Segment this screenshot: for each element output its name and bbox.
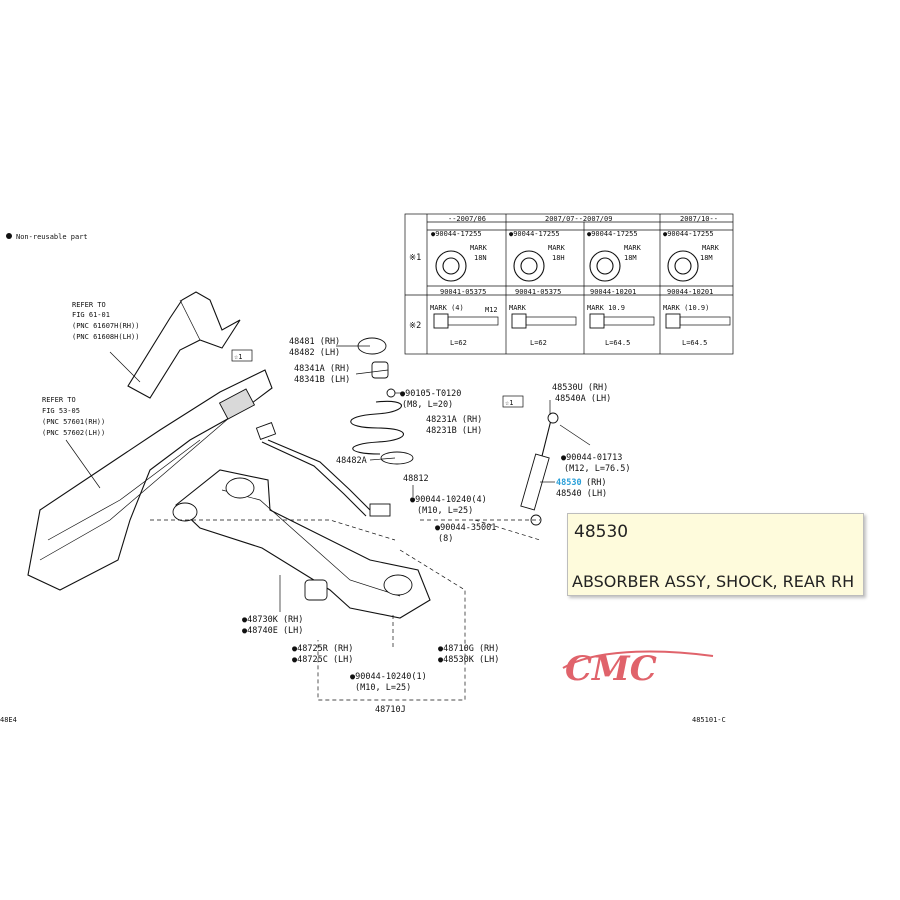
svg-text:18M: 18M	[700, 254, 713, 262]
label-90044c: ●90044-01713	[561, 453, 622, 463]
svg-text:CMC: CMC	[565, 649, 657, 688]
row2-size: M12	[485, 306, 498, 314]
row2-len-1: L=62	[450, 339, 467, 347]
label-90044b-spec: (8)	[438, 534, 453, 544]
table-header-2: 2007/07--2007/09	[545, 215, 612, 223]
corner-code-left: 48E4	[0, 716, 17, 724]
row1-mark-3: MARK	[624, 244, 642, 252]
row2-len-2: L=62	[530, 339, 547, 347]
svg-text:☆1: ☆1	[505, 399, 513, 407]
label-48540: 48540 (LH)	[556, 489, 607, 499]
table-header-1: --2007/06	[448, 215, 486, 223]
row1-bottom-1: 90041-05375	[440, 288, 486, 296]
row1-part-3: ●90044-17255	[587, 230, 638, 238]
star-badge-2	[502, 395, 524, 408]
label-90044b: ●90044-35001	[435, 523, 496, 533]
tooltip-part-name: ABSORBER ASSY, SHOCK, REAR RH	[572, 572, 855, 591]
label-90044c-spec: (M12, L=76.5)	[564, 464, 631, 474]
label-48710g: ●48710G (RH)	[438, 644, 499, 654]
bullet-icon	[6, 233, 12, 239]
label-90044a: ●90044-10240(4)	[410, 495, 487, 505]
part-tooltip: 48530 ABSORBER ASSY, SHOCK, REAR RH	[567, 513, 864, 596]
refer-note-1: REFER TO	[72, 301, 106, 309]
label-48530[interactable]: 48530	[556, 478, 582, 488]
row1-mark-2: MARK	[548, 244, 566, 252]
lateral-rod	[255, 422, 391, 517]
label-48341b: 48341B (LH)	[294, 375, 350, 385]
label-48341a: 48341A (RH)	[294, 364, 350, 374]
label-48710j: 48710J	[375, 705, 406, 715]
row1-mark-1: MARK	[470, 244, 488, 252]
row2-len-4: L=64.5	[682, 339, 707, 347]
row1-part-2: ●90044-17255	[509, 230, 560, 238]
refer-note-2: REFER TO	[42, 396, 76, 404]
bolt-icon	[433, 313, 731, 329]
axle-beam	[172, 469, 431, 619]
row2-mark-2: MARK	[509, 304, 527, 312]
corner-code-right: 485101-C	[692, 716, 726, 724]
washer-icon	[435, 250, 699, 282]
label-90044a-spec: (M10, L=25)	[417, 506, 473, 516]
svg-text:(PNC 61608H(LH)): (PNC 61608H(LH))	[72, 333, 139, 341]
side-frame	[27, 369, 273, 591]
label-48725c: ●48725C (LH)	[292, 655, 353, 665]
label-90105: ●90105-T0120	[400, 389, 461, 399]
label-48530-suffix: (RH)	[586, 478, 606, 488]
label-48482a: 48482A	[336, 456, 367, 466]
svg-text:FIG 53-05: FIG 53-05	[42, 407, 80, 415]
star-badge	[231, 349, 253, 362]
shock-absorber	[520, 412, 591, 526]
row1-marker: ※1	[409, 253, 421, 263]
svg-text:(PNC 61607H(RH)): (PNC 61607H(RH))	[72, 322, 139, 330]
spring-assembly	[350, 337, 414, 465]
row2-mark-3: MARK 10.9	[587, 304, 625, 312]
cmc-watermark-logo: CMC	[562, 649, 714, 688]
label-48231a: 48231A (RH)	[426, 415, 482, 425]
row2-marker: ※2	[409, 321, 421, 331]
table-header-3: 2007/10--	[680, 215, 718, 223]
svg-text:☆1: ☆1	[234, 353, 242, 361]
svg-text:FIG 61-01: FIG 61-01	[72, 311, 110, 319]
label-48540a: 48540A (LH)	[555, 394, 611, 404]
spec-table: --2007/06 2007/07--2007/09 2007/10-- ※1 …	[404, 213, 734, 355]
label-90044d-spec: (M10, L=25)	[355, 683, 411, 693]
label-48812: 48812	[403, 474, 429, 484]
label-48740e: ●48740E (LH)	[242, 626, 303, 636]
row2-mark-1: MARK (4)	[430, 304, 464, 312]
row2-mark-4: MARK (10.9)	[663, 304, 709, 312]
tooltip-part-number: 48530	[574, 522, 629, 542]
svg-text:18H: 18H	[552, 254, 565, 262]
legend-text: Non-reusable part	[16, 233, 88, 241]
row1-mark-4: MARK	[702, 244, 720, 252]
label-48481: 48481 (RH)	[289, 337, 340, 347]
label-90044d: ●90044-10240(1)	[350, 672, 427, 682]
leader-lines	[150, 345, 555, 701]
svg-text:(PNC 57602(LH)): (PNC 57602(LH))	[42, 429, 105, 437]
row1-bottom-3: 90044-10201	[590, 288, 636, 296]
svg-text:18N: 18N	[474, 254, 487, 262]
row2-len-3: L=64.5	[605, 339, 630, 347]
label-48530u: 48530U (RH)	[552, 383, 608, 393]
svg-text:18M: 18M	[624, 254, 637, 262]
label-48530k: ●48530K (LH)	[438, 655, 499, 665]
row1-bottom-2: 90041-05375	[515, 288, 561, 296]
label-48482: 48482 (LH)	[289, 348, 340, 358]
label-48730k: ●48730K (RH)	[242, 615, 303, 625]
row1-part-1: ●90044-17255	[431, 230, 482, 238]
svg-text:(PNC 57601(RH)): (PNC 57601(RH))	[42, 418, 105, 426]
row1-bottom-4: 90044-10201	[667, 288, 713, 296]
label-90105-spec: (M8, L=20)	[402, 400, 453, 410]
label-48231b: 48231B (LH)	[426, 426, 482, 436]
row1-part-4: ●90044-17255	[663, 230, 714, 238]
upper-bracket	[109, 291, 241, 399]
label-48725r: ●48725R (RH)	[292, 644, 353, 654]
